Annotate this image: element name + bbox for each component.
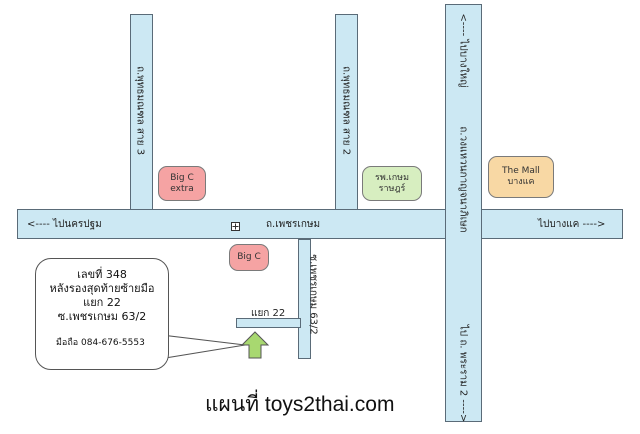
label-direction-bang-khae: ไปบางแค ---->: [538, 219, 606, 230]
road-kanchanaphisek: [445, 4, 482, 422]
label-kanchanaphisek-top-direction: <---- ไปบางใหญ่: [457, 13, 469, 88]
address-line-4: ซ.เพชรเกษม 63/2: [57, 310, 147, 323]
address-line-3: แยก 22: [83, 296, 121, 309]
road-soi-petchkasem-63-2: [298, 239, 311, 359]
label-kanchanaphisek-name: ถ.วงแหวนกาญจนาภิเษก: [457, 126, 469, 233]
label-junction-22: แยก 22: [251, 308, 286, 319]
label-soi-petchkasem-63-2: ซ.เพชรเกษม 63/2: [307, 254, 319, 335]
hospital-cross-icon: [231, 222, 240, 231]
label-kanchanaphisek-bottom-direction: ไป ถ. พระราม 2 ---->: [457, 324, 469, 423]
address-line-2: หลังรองสุดท้ายซ้ายมือ: [49, 282, 155, 295]
address-phone: มือถือ 084-676-5553: [56, 338, 145, 348]
address-callout: เลขที่ 348 หลังรองสุดท้ายซ้ายมือ แยก 22 …: [35, 258, 169, 370]
place-the-mall-line1: The Mall: [502, 166, 540, 176]
place-kasemrad-hospital: รพ.เกษม ราษฎร์: [362, 166, 422, 201]
address-line-1: เลขที่ 348: [77, 268, 127, 281]
place-big-c-line1: Big C: [237, 252, 261, 262]
map-title: แผนที่ toys2thai.com: [205, 393, 395, 416]
place-hospital-line1: รพ.เกษม: [374, 172, 410, 183]
road-petchkasem: [17, 209, 623, 239]
place-the-mall: The Mall บางแค: [488, 156, 554, 198]
label-direction-nakhon-pathom: <---- ไปนครปฐม: [27, 219, 102, 230]
place-the-mall-line2: บางแค: [507, 177, 535, 187]
place-big-c-extra-line1: Big C: [170, 172, 194, 183]
road-junction-22: [236, 318, 301, 328]
label-petchkasem-road: ถ.เพชรเกษม: [266, 219, 321, 230]
place-big-c: Big C: [229, 244, 269, 271]
label-phutthamonthon-2: ถ.พุทธมณฑล สาย 2: [340, 65, 352, 156]
place-big-c-extra-line2: extra: [170, 183, 194, 194]
place-hospital-line2: ราษฎร์: [378, 183, 406, 194]
place-big-c-extra: Big C extra: [158, 166, 206, 201]
label-phutthamonthon-3: ถ.พุทธมณฑล สาย 3: [134, 65, 146, 156]
